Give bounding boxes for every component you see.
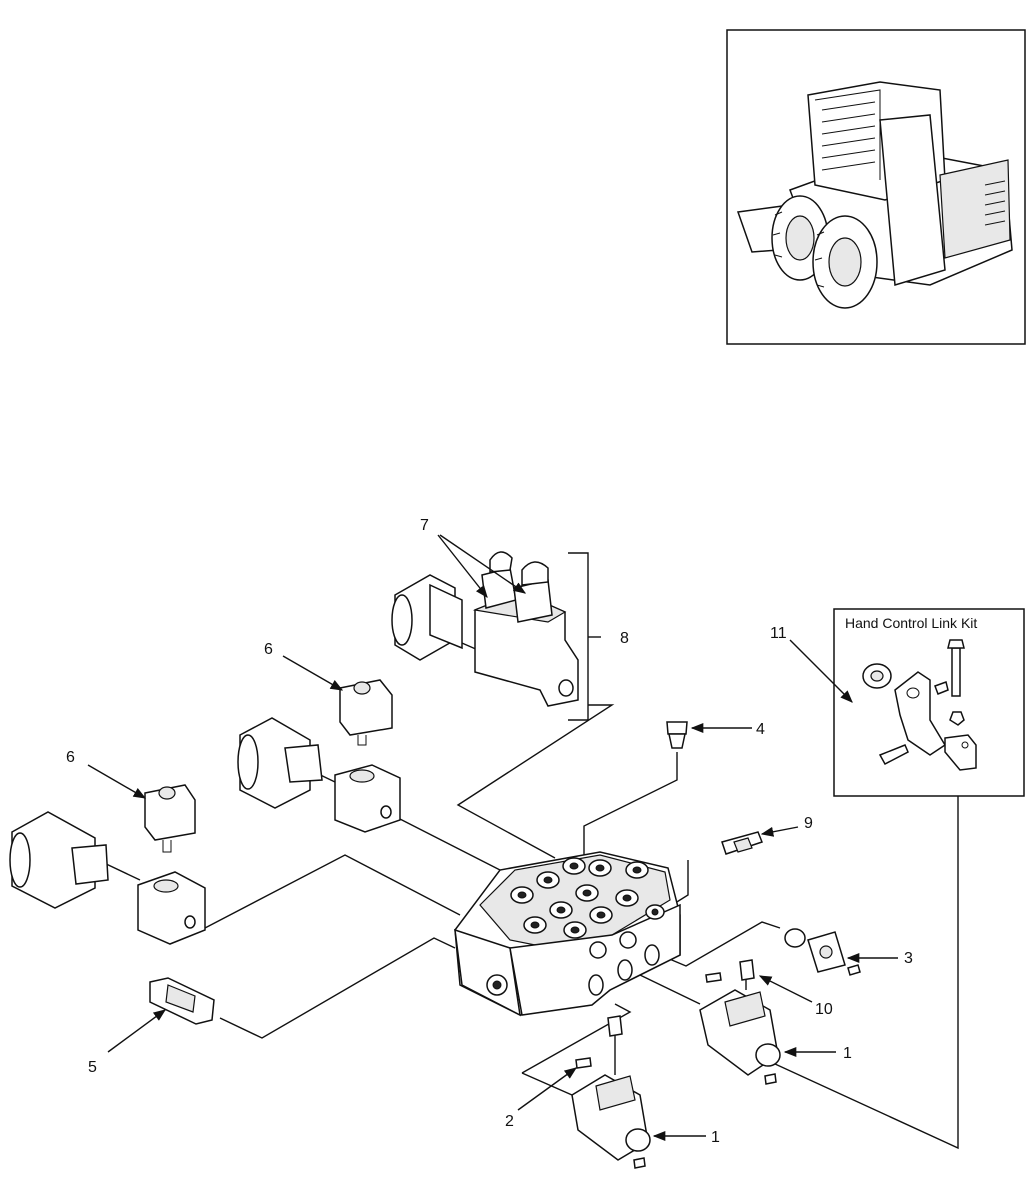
solenoid-coil-icon-upper [237, 679, 401, 833]
hand-control-handle-icon-lower [571, 1015, 651, 1169]
callout-labels: 7 8 6 6 4 9 3 10 1 1 2 5 11 [66, 517, 913, 1146]
callout-4: 4 [756, 721, 765, 738]
callout-7: 7 [420, 517, 429, 534]
kit-title: Hand Control Link Kit [845, 615, 977, 631]
hydraulic-control-valve-icon [454, 851, 681, 1017]
callout-11: 11 [770, 625, 787, 642]
callout-leaders [87, 534, 898, 1142]
callout-3: 3 [904, 950, 913, 967]
callout-6-lower: 6 [66, 749, 75, 766]
hand-control-handle-icon-upper [699, 959, 781, 1085]
callout-6-upper: 6 [264, 641, 273, 658]
callout-2: 2 [505, 1113, 514, 1130]
relief-valve-cartridge-icon [149, 977, 215, 1025]
callout-5: 5 [88, 1059, 97, 1076]
callout-8: 8 [620, 630, 629, 647]
sensor-fitting-icon [721, 831, 763, 855]
link-kit-parts-icon [862, 639, 977, 771]
callout-1-lower: 1 [711, 1129, 720, 1146]
plug-fitting-icon [666, 721, 688, 749]
machine-inset [726, 29, 1026, 345]
callout-9: 9 [804, 815, 813, 832]
pilot-valve-assembly-icon [391, 551, 579, 707]
callout-1-upper: 1 [843, 1045, 852, 1062]
skid-steer-loader-illustration [736, 81, 1013, 309]
callout-10: 10 [815, 1001, 833, 1018]
solenoid-coil-icon-lower [9, 784, 206, 945]
cover-plate-icon [784, 928, 861, 976]
hand-control-link-kit-box: Hand Control Link Kit [833, 608, 1025, 797]
